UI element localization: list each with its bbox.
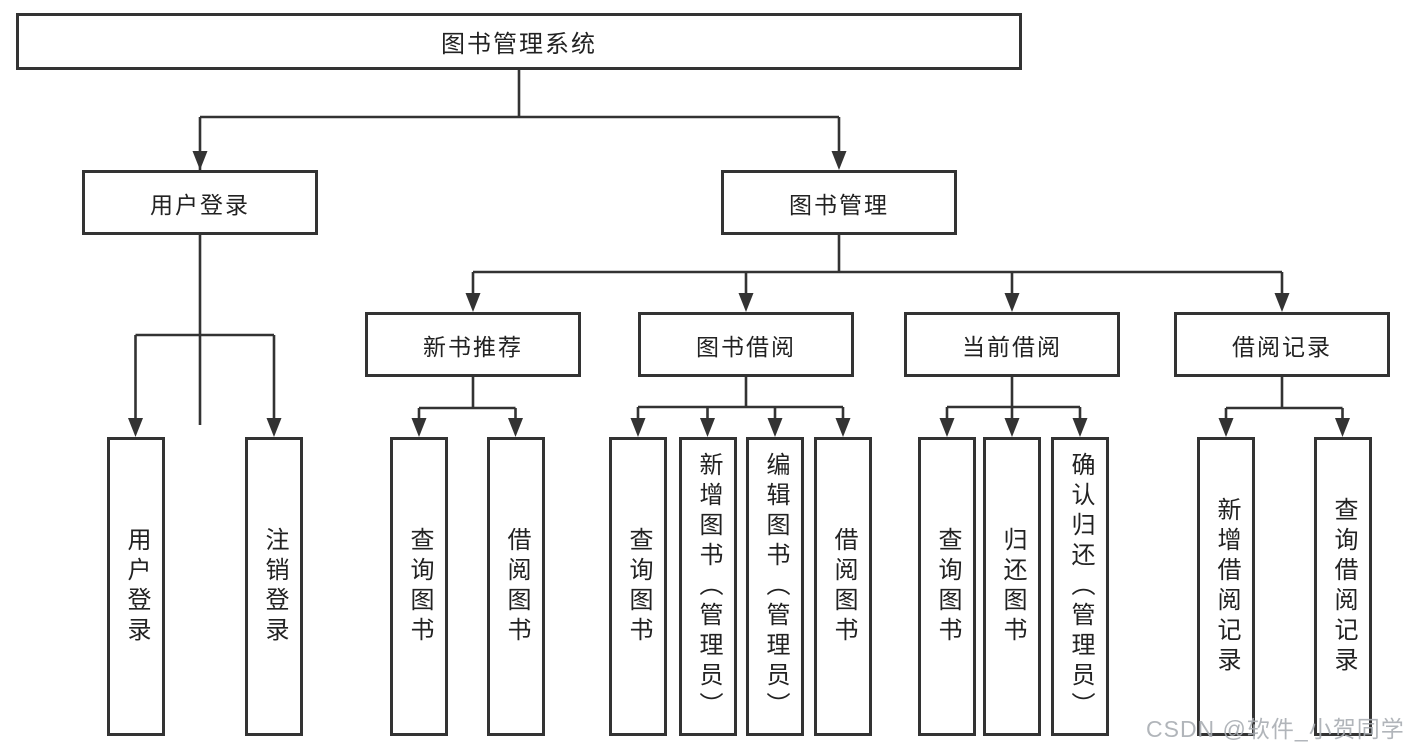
node-label: 查询借阅记录 — [1330, 496, 1357, 677]
leaf-confirm-return-admin: 确认归还（管理员） — [1051, 437, 1109, 736]
node-label: 查询图书 — [625, 526, 652, 647]
node-label: 图书管理 — [789, 191, 889, 218]
node-user-login: 用户登录 — [82, 170, 318, 235]
node-book-management: 图书管理 — [721, 170, 957, 235]
node-current-borrowing: 当前借阅 — [904, 312, 1120, 377]
leaf-return-book: 归还图书 — [983, 437, 1041, 736]
csdn-watermark: CSDN @软件_小贺同学 — [1146, 716, 1405, 742]
leaf-logout: 注销登录 — [245, 437, 303, 736]
arrowheads — [128, 151, 1350, 437]
leaf-query-books-current: 查询图书 — [918, 437, 976, 736]
node-library-management-system: 图书管理系统 — [16, 13, 1022, 70]
connector-paths — [134, 69, 1344, 425]
node-label: 注销登录 — [261, 526, 288, 647]
leaf-add-borrow-record: 新增借阅记录 — [1197, 437, 1255, 736]
leaf-user-login: 用户登录 — [107, 437, 165, 736]
node-label: 确认归还（管理员） — [1067, 451, 1094, 722]
leaf-borrow-books-borrowing: 借阅图书 — [814, 437, 872, 736]
leaf-borrow-books-recommend: 借阅图书 — [487, 437, 545, 736]
node-label: 借阅图书 — [830, 526, 857, 647]
node-label: 新增图书（管理员） — [695, 451, 722, 722]
node-label: 查询图书 — [934, 526, 961, 647]
node-label: 借阅记录 — [1232, 333, 1332, 360]
node-label: 新增借阅记录 — [1213, 496, 1240, 677]
node-label: 用户登录 — [150, 191, 250, 218]
leaf-query-borrow-record: 查询借阅记录 — [1314, 437, 1372, 736]
node-label: 新书推荐 — [423, 333, 523, 360]
node-label: 当前借阅 — [962, 333, 1062, 360]
node-book-borrowing: 图书借阅 — [638, 312, 854, 377]
leaf-query-books-recommend: 查询图书 — [390, 437, 448, 736]
node-new-book-recommendation: 新书推荐 — [365, 312, 581, 377]
node-label: 借阅图书 — [503, 526, 530, 647]
node-label: 用户登录 — [123, 526, 150, 647]
leaf-query-books-borrowing: 查询图书 — [609, 437, 667, 736]
node-label: 归还图书 — [999, 526, 1026, 647]
node-label: 编辑图书（管理员） — [762, 451, 789, 722]
node-label: 图书借阅 — [696, 333, 796, 360]
leaf-add-book-admin: 新增图书（管理员） — [679, 437, 737, 736]
node-label: 查询图书 — [406, 526, 433, 647]
node-borrowing-records: 借阅记录 — [1174, 312, 1390, 377]
leaf-edit-book-admin: 编辑图书（管理员） — [746, 437, 804, 736]
node-label: 图书管理系统 — [441, 31, 597, 58]
